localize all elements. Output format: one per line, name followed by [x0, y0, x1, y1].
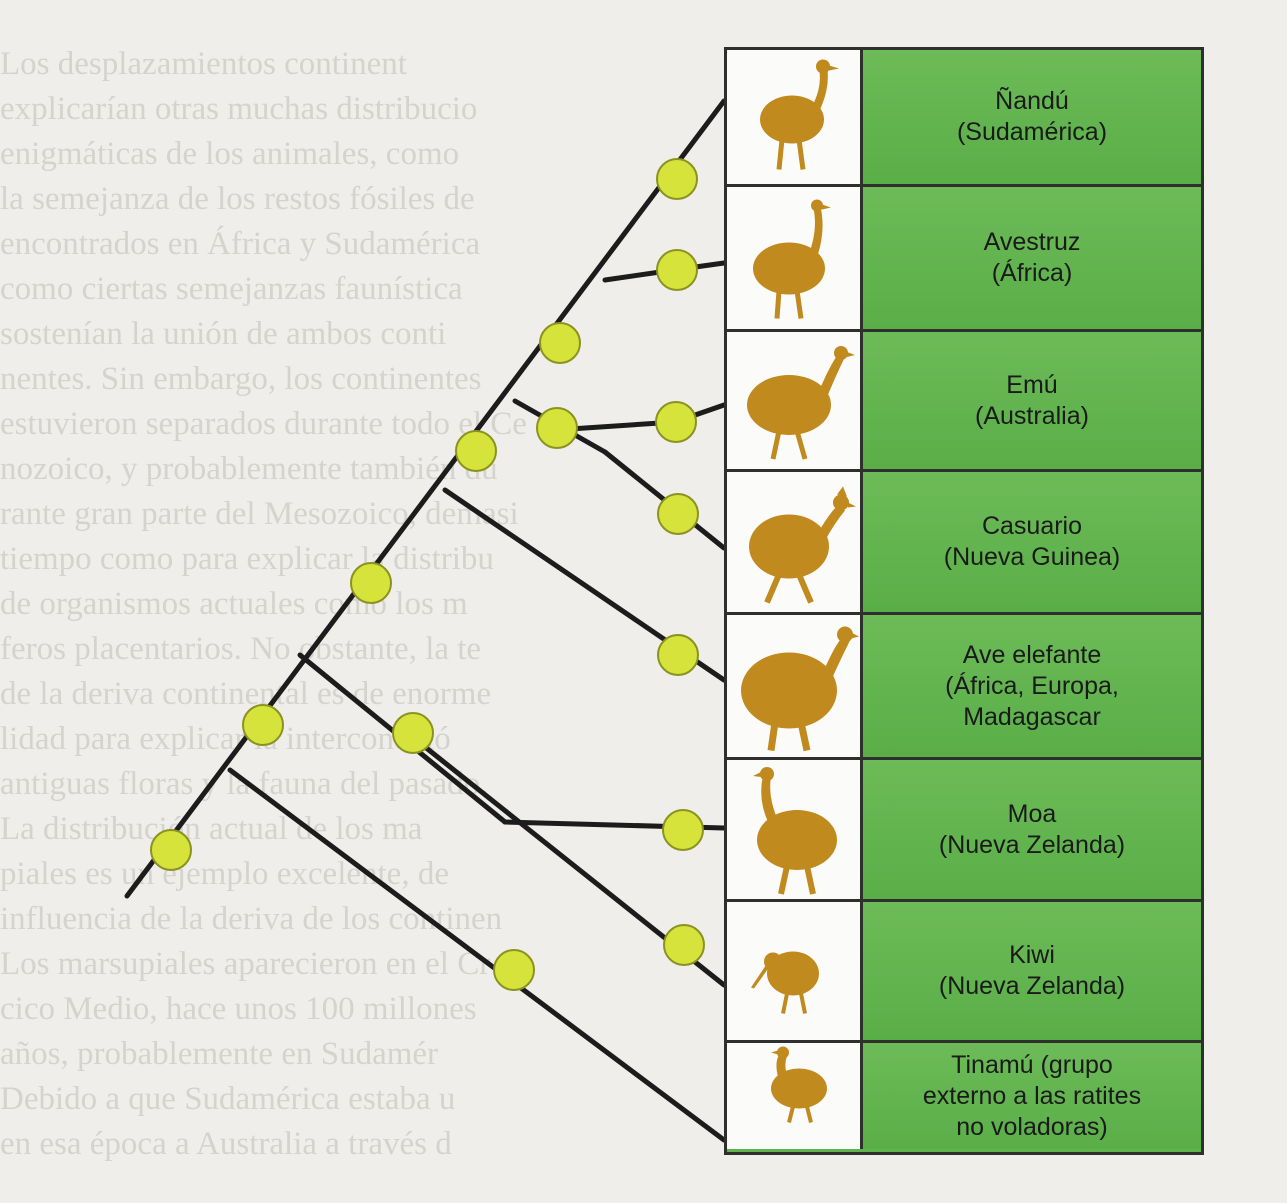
bird-cell	[727, 1043, 863, 1149]
tree-branch	[127, 101, 724, 896]
taxon-label: Ave elefante (África, Europa, Madagascar	[945, 640, 1119, 733]
label-cell: Emú (Australia)	[863, 332, 1201, 469]
taxon-label: Emú (Australia)	[975, 370, 1089, 432]
label-cell: Casuario (Nueva Guinea)	[863, 472, 1201, 612]
taxon-label: Tinamú (grupo externo a las ratites no v…	[923, 1050, 1141, 1143]
taxon-row-avestruz: Avestruz (África)	[727, 187, 1201, 332]
taxon-label: Kiwi (Nueva Zelanda)	[939, 940, 1125, 1002]
tree-node	[456, 431, 496, 471]
taxon-row-nandu: Ñandú (Sudamérica)	[727, 50, 1201, 187]
tree-node	[663, 810, 703, 850]
taxon-row-kiwi: Kiwi (Nueva Zelanda)	[727, 902, 1201, 1043]
label-cell: Ave elefante (África, Europa, Madagascar	[863, 615, 1201, 757]
tree-node	[664, 925, 704, 965]
taxon-row-ave-elefante: Ave elefante (África, Europa, Madagascar	[727, 615, 1201, 760]
tinamou-icon	[727, 1043, 860, 1149]
tree-node	[243, 705, 283, 745]
taxon-label: Ñandú (Sudamérica)	[957, 86, 1107, 148]
tree-node	[351, 563, 391, 603]
bird-cell	[727, 332, 863, 469]
bird-cell	[727, 187, 863, 329]
tree-node	[151, 830, 191, 870]
bird-cell	[727, 472, 863, 612]
bird-cell	[727, 760, 863, 899]
tree-node	[657, 159, 697, 199]
bird-cell	[727, 615, 863, 757]
taxa-table: Ñandú (Sudamérica) Avestruz (África) Emú (…	[724, 47, 1204, 1155]
taxon-label: Moa (Nueva Zelanda)	[939, 799, 1125, 861]
taxon-label: Avestruz (África)	[984, 227, 1081, 289]
taxon-row-casuario: Casuario (Nueva Guinea)	[727, 472, 1201, 615]
taxon-row-emu: Emú (Australia)	[727, 332, 1201, 472]
tree-branches	[127, 101, 724, 1140]
taxon-label: Casuario (Nueva Guinea)	[944, 511, 1120, 573]
label-cell: Moa (Nueva Zelanda)	[863, 760, 1201, 899]
tree-node	[494, 950, 534, 990]
tree-nodes	[151, 159, 704, 990]
elephant-bird-icon	[727, 615, 860, 757]
tree-node	[540, 323, 580, 363]
tree-node	[393, 713, 433, 753]
tree-node	[658, 635, 698, 675]
emu-icon	[727, 332, 860, 469]
label-cell: Avestruz (África)	[863, 187, 1201, 329]
kiwi-icon	[727, 902, 860, 1040]
moa-icon	[727, 760, 860, 899]
bird-cell	[727, 902, 863, 1040]
tree-node	[656, 402, 696, 442]
tree-node	[537, 408, 577, 448]
label-cell: Tinamú (grupo externo a las ratites no v…	[863, 1043, 1201, 1149]
label-cell: Ñandú (Sudamérica)	[863, 50, 1201, 184]
ostrich-icon	[727, 187, 860, 329]
rhea-icon	[727, 50, 860, 184]
cassowary-icon	[727, 472, 860, 612]
tree-node	[658, 494, 698, 534]
label-cell: Kiwi (Nueva Zelanda)	[863, 902, 1201, 1040]
tree-node	[657, 250, 697, 290]
taxon-row-moa: Moa (Nueva Zelanda)	[727, 760, 1201, 902]
taxon-row-tinamu: Tinamú (grupo externo a las ratites no v…	[727, 1043, 1201, 1149]
bird-cell	[727, 50, 863, 184]
